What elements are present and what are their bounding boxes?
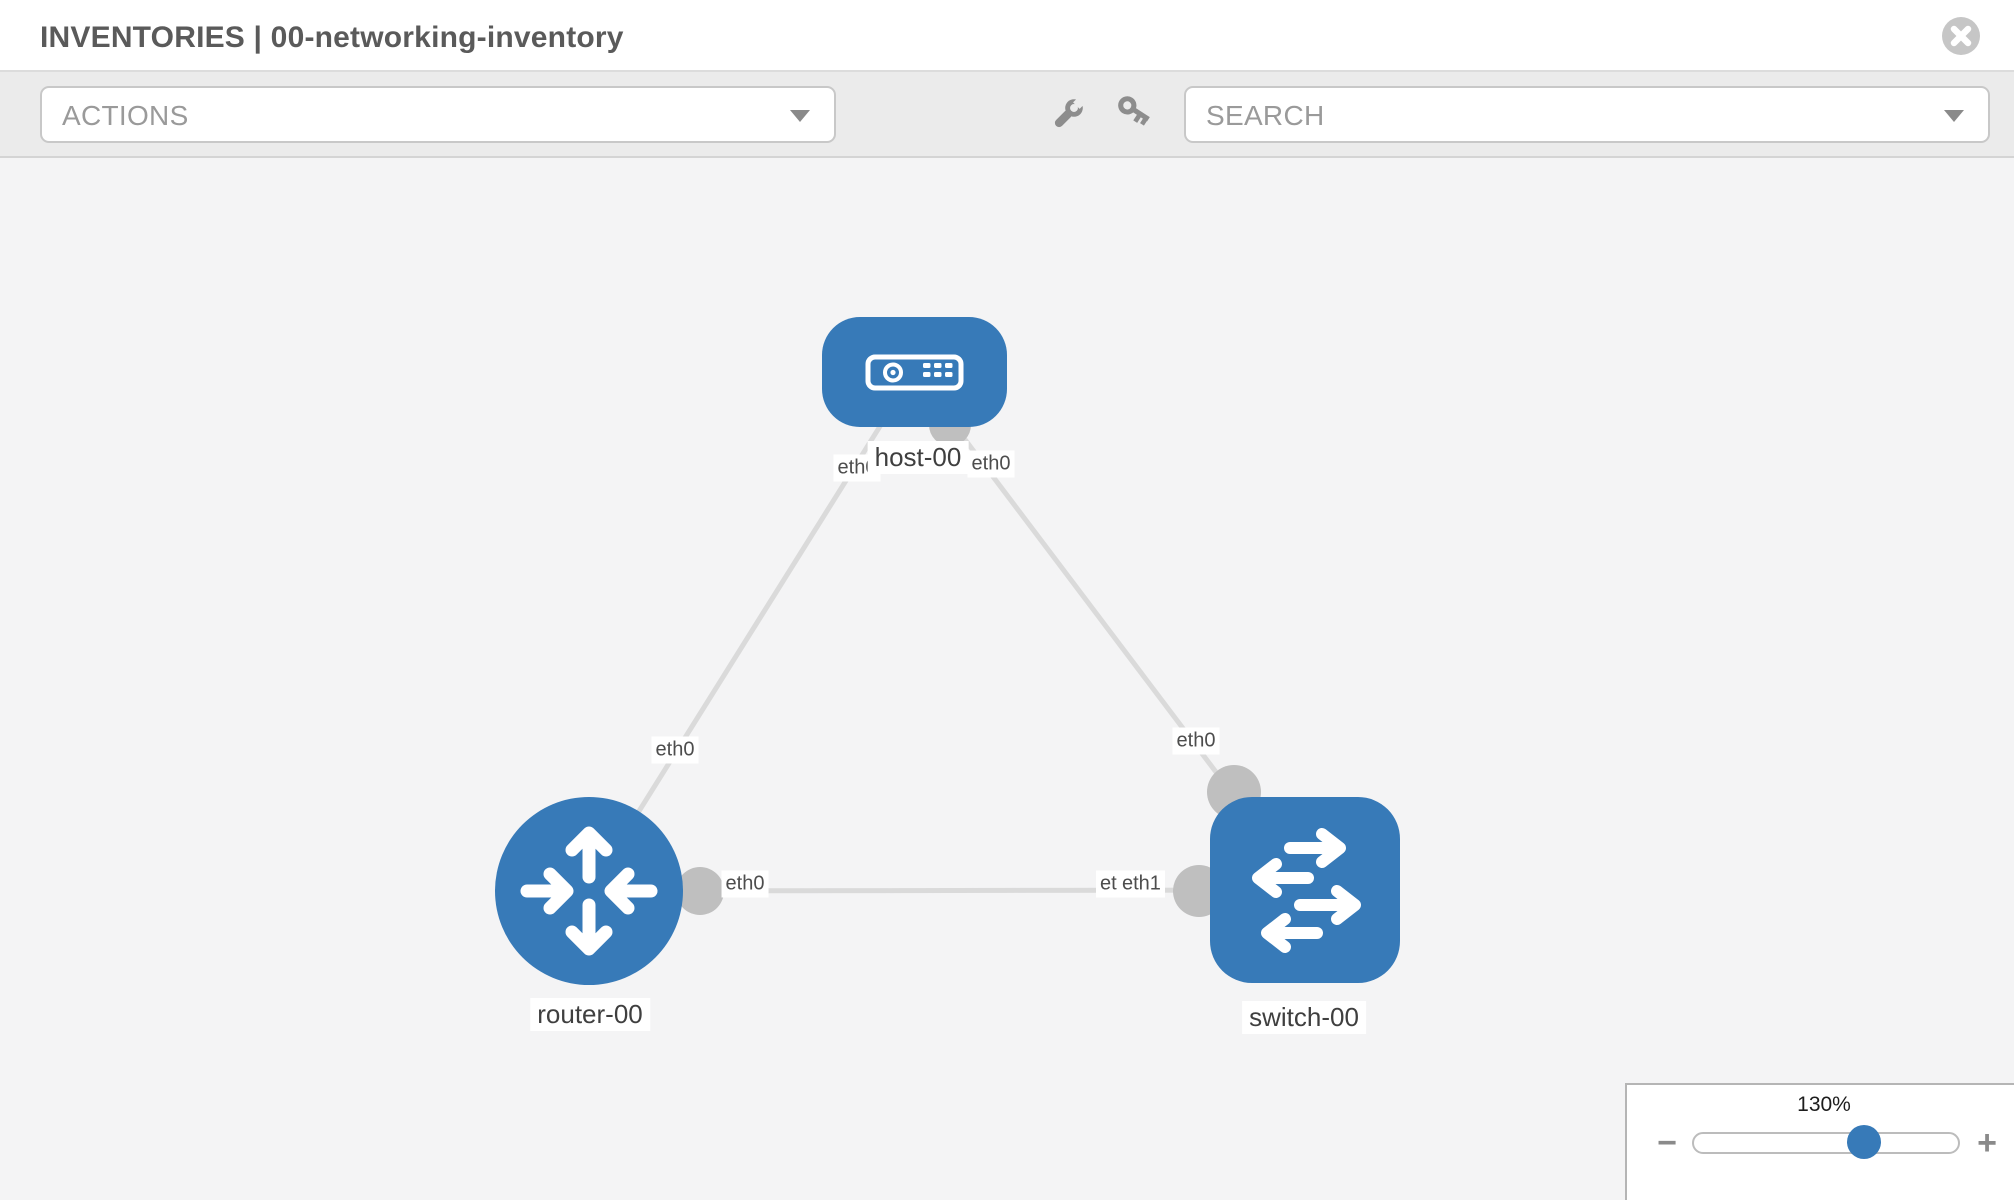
zoom-out-button[interactable]: − xyxy=(1657,1124,1677,1162)
node-label-router-00: router-00 xyxy=(530,998,650,1031)
zoom-slider-track[interactable] xyxy=(1692,1125,1960,1159)
switch-icon xyxy=(1252,828,1361,953)
zoom-panel: 130% − + xyxy=(1625,1083,2014,1200)
titlebar: INVENTORIES | 00-networking-inventory xyxy=(0,0,2014,72)
manage-groups-button[interactable] xyxy=(1045,93,1089,137)
chevron-down-icon xyxy=(1944,110,1964,122)
interface-label-host-right: eth0 xyxy=(967,450,1015,478)
node-host-00[interactable] xyxy=(822,317,1007,427)
interface-label-switch-left-front: eth1 xyxy=(1118,870,1165,898)
search-dropdown[interactable]: SEARCH xyxy=(1184,86,1990,143)
close-circle-icon xyxy=(1942,17,1980,55)
interface-label-switch-top: eth0 xyxy=(1172,727,1220,755)
interface-label-router-right: eth0 xyxy=(721,870,769,898)
router-icon xyxy=(520,826,658,956)
key-icon xyxy=(1118,96,1150,126)
credentials-button[interactable] xyxy=(1113,93,1157,137)
toolbar: ACTIONS xyxy=(0,72,2014,158)
zoom-slider-knob[interactable] xyxy=(1847,1125,1881,1159)
node-label-switch-00: switch-00 xyxy=(1242,1001,1366,1034)
host-icon xyxy=(865,354,964,391)
search-dropdown-label: SEARCH xyxy=(1206,100,1325,131)
interface-circle-router-eth0[interactable] xyxy=(676,867,724,915)
actions-dropdown[interactable]: ACTIONS xyxy=(40,86,836,143)
topology-canvas[interactable]: host-00 router-00 switch-00 eth0 eth0 et… xyxy=(0,158,2014,1200)
close-button[interactable] xyxy=(1941,16,1981,56)
interface-label-router-top: eth0 xyxy=(651,736,699,764)
node-router-00[interactable] xyxy=(495,797,683,985)
node-label-host-00: host-00 xyxy=(867,441,969,474)
zoom-level-value: 130% xyxy=(1797,1093,1851,1116)
zoom-in-button[interactable]: + xyxy=(1977,1124,1997,1162)
topology-links-layer xyxy=(586,370,1307,917)
wrench-icon xyxy=(1054,96,1086,128)
chevron-down-icon xyxy=(790,110,810,122)
node-switch-00[interactable] xyxy=(1210,797,1400,983)
page-title: INVENTORIES | 00-networking-inventory xyxy=(40,21,624,54)
actions-dropdown-label: ACTIONS xyxy=(62,100,189,131)
